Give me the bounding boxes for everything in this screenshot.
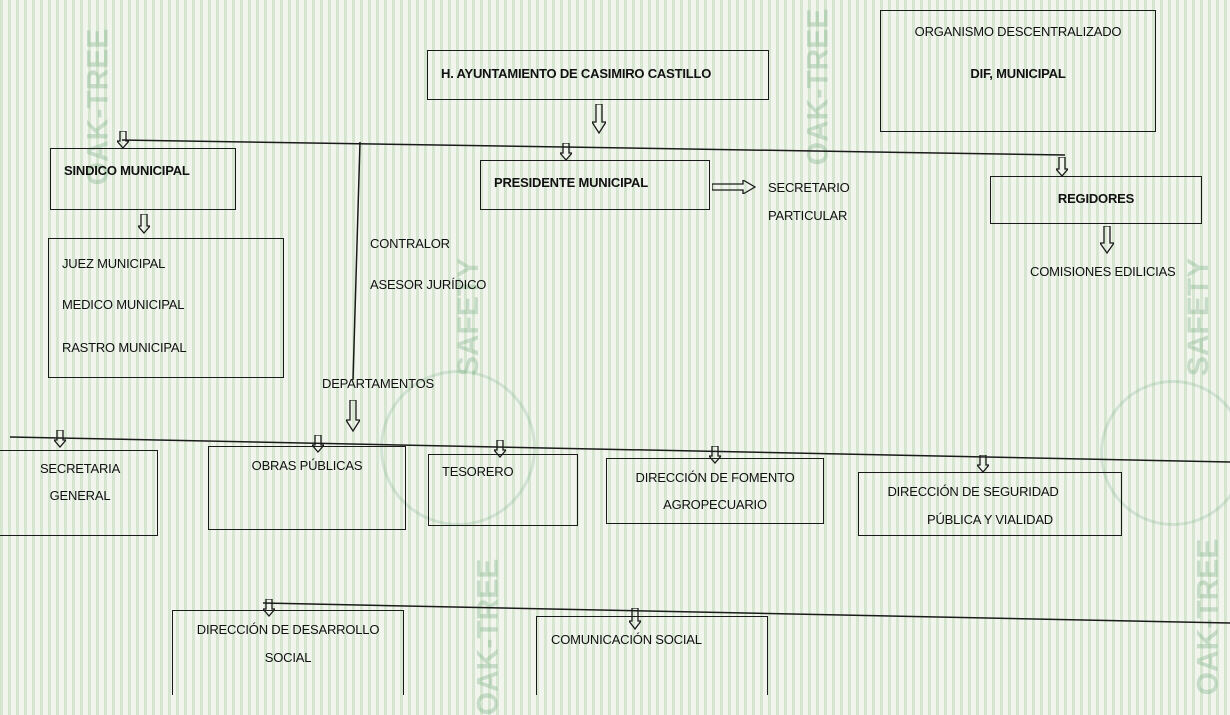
seguridad-label-line1: DIRECCIÓN DE SEGURIDAD — [887, 484, 1059, 499]
asesor-label: ASESOR JURÍDICO — [370, 277, 487, 292]
secretaria-general-box — [0, 450, 158, 536]
arrow-down-icon — [629, 608, 641, 630]
dif-label: DIF, MUNICIPAL — [970, 66, 1066, 81]
arrow-down-icon — [117, 131, 129, 149]
connector-line — [352, 141, 361, 381]
arrow-down-icon — [346, 400, 360, 432]
comunicacion-social-box — [536, 616, 768, 695]
sindico-box — [50, 148, 236, 210]
secretario-label-line2: PARTICULAR — [768, 208, 848, 223]
comisiones-label: COMISIONES EDILICIAS — [1030, 264, 1176, 279]
rastro-label: RASTRO MUNICIPAL — [62, 340, 187, 355]
obras-publicas-box — [208, 446, 406, 530]
sindico-dependencias-box — [48, 238, 284, 378]
arrow-down-icon — [592, 104, 606, 134]
connector-line — [9, 436, 1230, 463]
seguridad-label-line2: PÚBLICA Y VIALIDAD — [927, 512, 1053, 527]
fomento-label-line1: DIRECCIÓN DE FOMENTO — [635, 470, 795, 485]
secretaria-label-line2: GENERAL — [49, 488, 111, 503]
regidores-box — [990, 176, 1202, 224]
presidente-label: PRESIDENTE MUNICIPAL — [494, 175, 648, 190]
arrow-right-icon — [712, 180, 756, 194]
organismo-label: ORGANISMO DESCENTRALIZADO — [914, 24, 1122, 39]
sindico-label: SINDICO MUNICIPAL — [64, 163, 190, 178]
medico-label: MEDICO MUNICIPAL — [62, 297, 185, 312]
obras-label: OBRAS PÚBLICAS — [251, 458, 363, 473]
secretaria-label-line1: SECRETARIA — [39, 461, 121, 476]
arrow-down-icon — [560, 143, 572, 161]
ayuntamiento-box — [427, 50, 769, 100]
tesorero-label: TESORERO — [442, 464, 514, 479]
arrow-down-icon — [709, 446, 721, 464]
juez-label: JUEZ MUNICIPAL — [62, 256, 166, 271]
ayuntamiento-label: H. AYUNTAMIENTO DE CASIMIRO CASTILLO — [441, 66, 712, 81]
regidores-label: REGIDORES — [1057, 191, 1135, 206]
arrow-down-icon — [1056, 157, 1068, 177]
connector-line — [121, 139, 1066, 156]
tesorero-box — [428, 454, 578, 526]
desarrollo-label-line1: DIRECCIÓN DE DESARROLLO — [196, 622, 380, 637]
connector-lines — [9, 139, 1230, 624]
departamentos-label: DEPARTAMENTOS — [322, 376, 435, 391]
arrow-down-icon — [312, 435, 324, 453]
comunicacion-label: COMUNICACIÓN SOCIAL — [551, 632, 702, 647]
organismo-box — [880, 10, 1156, 132]
fomento-label-line2: AGROPECUARIO — [663, 497, 767, 512]
arrow-down-icon — [977, 455, 989, 473]
secretario-label-line1: SECRETARIO — [768, 180, 850, 195]
fomento-box — [606, 458, 824, 524]
arrow-down-icon — [494, 440, 506, 458]
connector-line — [262, 602, 1230, 624]
arrow-down-icon — [138, 214, 150, 234]
contralor-label: CONTRALOR — [370, 236, 450, 251]
arrow-down-icon — [263, 599, 275, 617]
desarrollo-label-line2: SOCIAL — [264, 650, 312, 665]
arrow-down-icon — [1100, 226, 1114, 254]
arrow-down-icon — [54, 430, 66, 448]
watermark-seal — [1100, 380, 1230, 526]
desarrollo-social-box — [172, 610, 404, 695]
presidente-box — [480, 160, 710, 210]
seguridad-box — [858, 472, 1122, 536]
